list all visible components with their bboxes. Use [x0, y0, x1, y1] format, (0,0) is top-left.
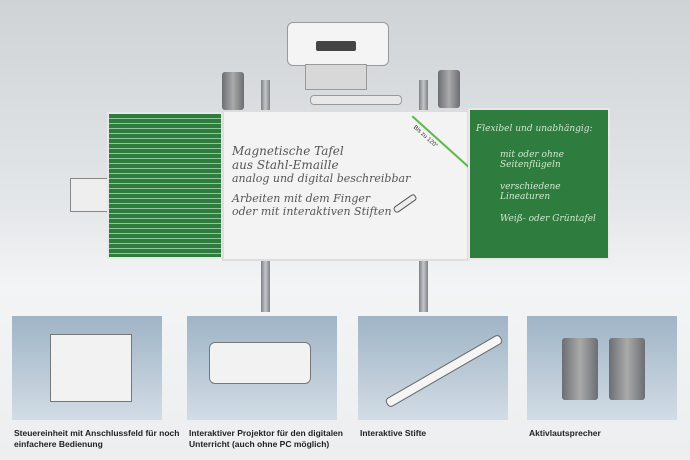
caption-pen: Interaktive Stifte: [360, 428, 427, 438]
board-text-2: analog und digital beschreibbar: [232, 172, 411, 185]
caption-control-unit: Steuereinheit mit Anschlussfeld für noch…: [14, 428, 180, 449]
projector-illustration: [287, 22, 389, 66]
speaker-left: [222, 72, 244, 110]
angle-arrow: [411, 115, 473, 171]
right-heading: Flexibel und unabhängig:: [476, 124, 593, 134]
speaker-right: [438, 70, 460, 108]
feature-image-control-unit: [12, 316, 162, 420]
feature-image-speakers: [527, 316, 677, 420]
caption-projector: Interaktiver Projektor für den digitalen…: [189, 428, 343, 449]
control-unit-illustration: [70, 178, 110, 212]
projector-mount: [310, 95, 402, 105]
left-wing-board: [107, 112, 223, 259]
pen-icon: [392, 193, 418, 214]
right-bullet: mit oder ohne Seitenflügeln: [500, 150, 564, 170]
caption-speakers: Aktivlautsprecher: [529, 428, 601, 438]
right-wing-board: Flexibel und unabhängig: mit oder ohne S…: [468, 108, 610, 260]
right-bullet: verschiedene Lineaturen: [500, 182, 561, 202]
projector-arm: [305, 64, 367, 90]
right-bullet: Weiß- oder Grüntafel: [500, 214, 596, 224]
feature-image-pen: [358, 316, 508, 420]
feature-image-projector: [187, 316, 337, 420]
